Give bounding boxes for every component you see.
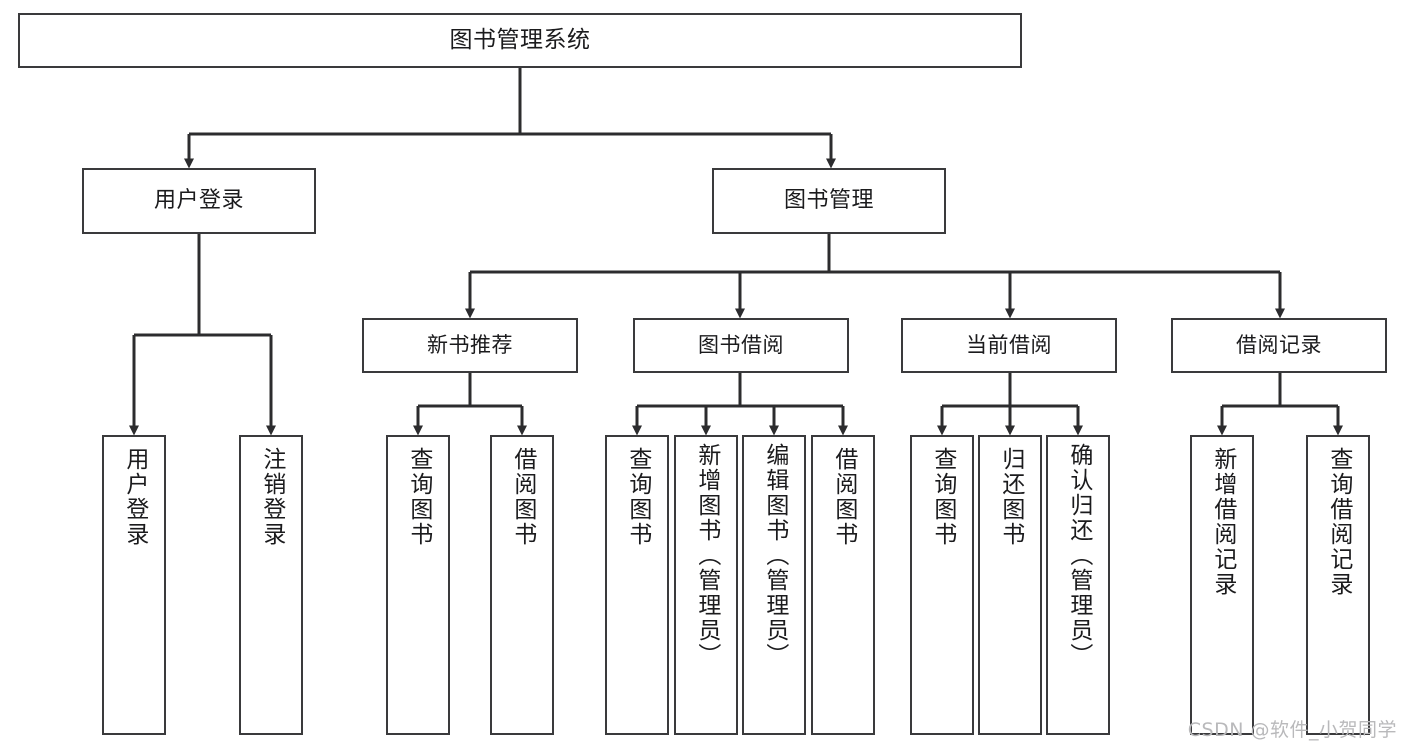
leaf-add-borrow-record[interactable]: 新增借阅记录 [1190,435,1254,735]
leaf-borrow-book-recommend[interactable]: 借阅图书 [490,435,554,735]
leaf-return-book[interactable]: 归还图书 [978,435,1042,735]
node-label: 新增借阅记录 [1209,447,1236,597]
node-label: 新增图书（管理员） [693,443,720,668]
node-label: 确认归还（管理员） [1065,443,1092,668]
node-label: 图书管理 [783,188,874,213]
node-label: 借阅记录 [1236,333,1322,357]
node-user-login[interactable]: 用户登录 [82,168,316,234]
node-label: 查询图书 [405,447,432,547]
leaf-borrow-book[interactable]: 借阅图书 [811,435,875,735]
node-borrow-record[interactable]: 借阅记录 [1171,318,1387,373]
node-book-borrow[interactable]: 图书借阅 [633,318,849,373]
leaf-query-book-recommend[interactable]: 查询图书 [386,435,450,735]
csdn-watermark: CSDN @软件_小贺同学 [1187,719,1397,741]
leaf-query-borrow-record[interactable]: 查询借阅记录 [1306,435,1370,735]
node-label: 编辑图书（管理员） [761,443,788,668]
node-label: 当前借阅 [966,333,1052,357]
node-label: 借阅图书 [509,447,536,547]
node-label: 借阅图书 [830,447,857,547]
leaf-logout[interactable]: 注销登录 [239,435,303,735]
node-label: 查询图书 [929,447,956,547]
node-label: 新书推荐 [427,333,513,357]
leaf-query-book-borrow[interactable]: 查询图书 [605,435,669,735]
node-book-management[interactable]: 图书管理 [712,168,946,234]
leaf-add-book-admin[interactable]: 新增图书（管理员） [674,435,738,735]
leaf-user-login[interactable]: 用户登录 [102,435,166,735]
node-root-book-management-system[interactable]: 图书管理系统 [18,13,1022,68]
node-label: 用户登录 [153,188,244,213]
leaf-edit-book-admin[interactable]: 编辑图书（管理员） [742,435,806,735]
leaf-query-book-current[interactable]: 查询图书 [910,435,974,735]
node-label: 用户登录 [121,447,148,547]
leaf-confirm-return-admin[interactable]: 确认归还（管理员） [1046,435,1110,735]
node-label: 查询借阅记录 [1325,447,1352,597]
node-label: 图书管理系统 [449,27,591,53]
node-label: 图书借阅 [698,333,784,357]
node-label: 注销登录 [258,447,285,547]
node-current-borrow[interactable]: 当前借阅 [901,318,1117,373]
node-label: 查询图书 [624,447,651,547]
node-label: 归还图书 [997,447,1024,547]
node-new-book-recommend[interactable]: 新书推荐 [362,318,578,373]
